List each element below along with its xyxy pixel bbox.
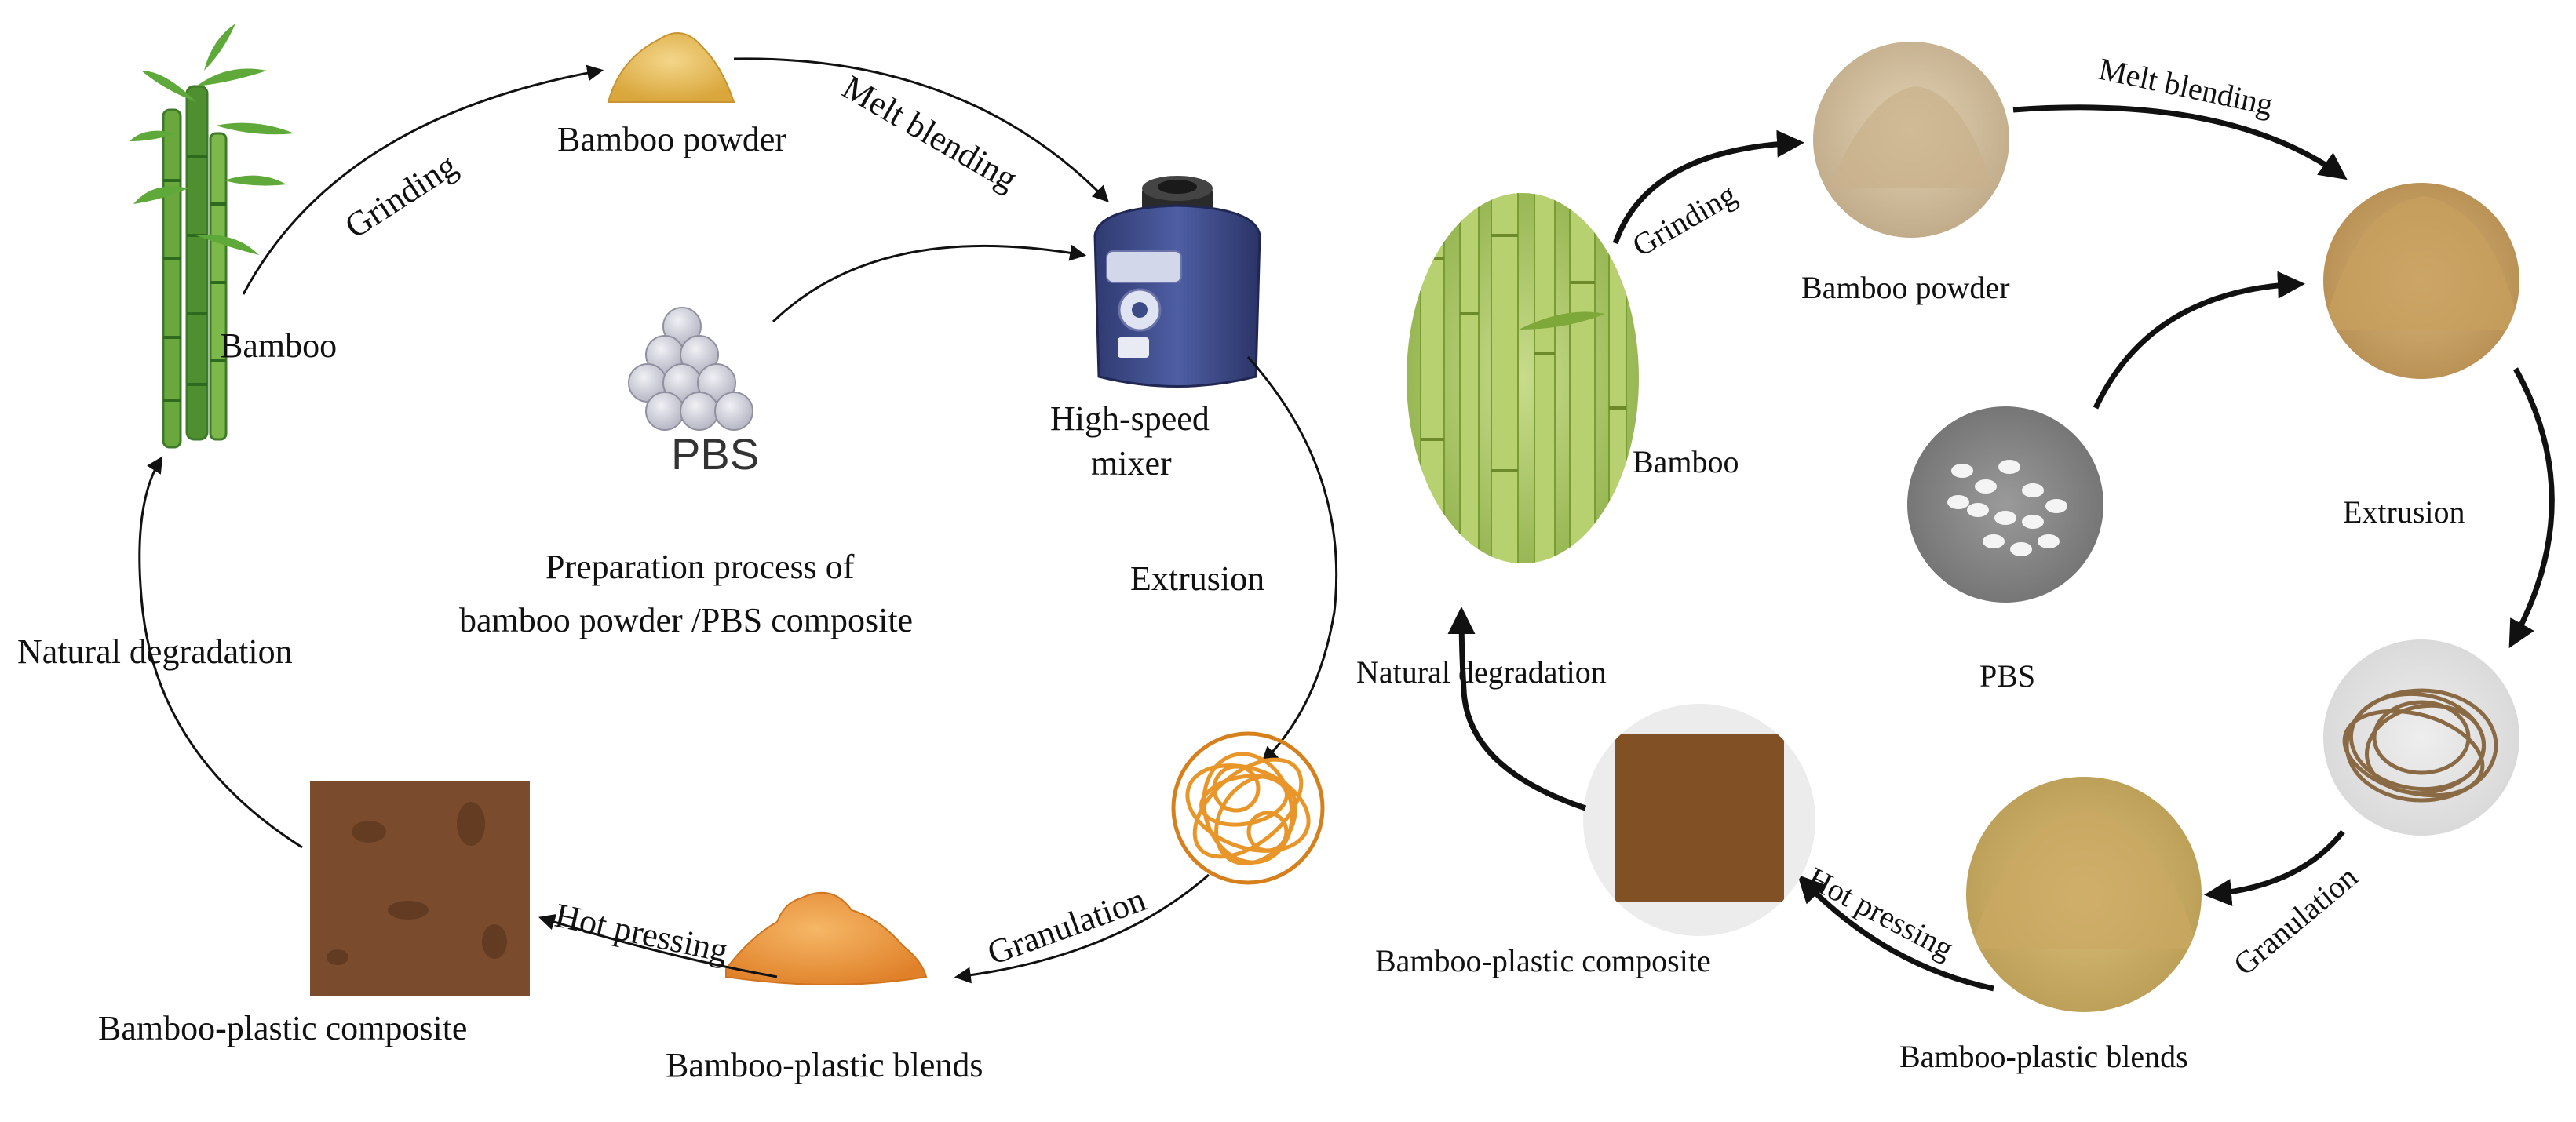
label-right-natural-degradation: Natural degradation [1356,654,1607,690]
left-panel: Bamboo Bamboo powder Grinding Melt blend… [17,24,1338,1084]
arrow-right-hot-pressing [1797,874,1994,992]
label-right-melt-blending: Melt blending [2096,51,2276,122]
label-bamboo-powder: Bamboo powder [557,120,786,158]
label-bamboo: Bamboo [220,326,337,365]
arrow-right-natural-degradation [1447,607,1587,811]
arrow-right-melt-blending [2012,104,2348,180]
extruded-strand-photo [2323,639,2519,836]
arrow-extrusion [1246,355,1338,763]
label-right-grinding: Grinding [1626,177,1742,264]
arrow-right-extrusion [2508,367,2555,649]
composite-photo [1583,704,1815,936]
label-mixer-line2: mixer [1091,444,1172,483]
extruded-strand-ball-icon [1171,731,1325,885]
label-bamboo-plastic-blends: Bamboo-plastic blends [666,1046,983,1084]
label-right-granulation: Granulation [2227,859,2364,982]
blends-pile-icon [725,891,928,985]
label-hot-pressing: Hot pressing [552,896,732,970]
label-mixer-line1: High-speed [1050,399,1210,438]
blends-photo [1966,777,2202,1012]
high-speed-mixer-icon [1093,176,1261,388]
label-extrusion: Extrusion [1130,559,1264,598]
arrow-natural-degradation [138,456,303,849]
label-right-extrusion: Extrusion [2343,494,2465,530]
arrow-hot-pressing [538,913,778,978]
label-bamboo-plastic-composite: Bamboo-plastic composite [98,1009,467,1047]
pbs-pellets-icon [628,307,753,431]
bamboo-powder-photo [1813,42,2009,238]
label-grinding: Grinding [338,146,464,246]
arrow-granulation [954,873,1210,984]
label-right-bamboo-plastic-blends: Bamboo-plastic blends [1899,1039,2188,1074]
arrow-grinding [242,64,604,295]
diagram-title-line2: bamboo powder /PBS composite [459,601,913,639]
label-natural-degradation: Natural degradation [17,632,293,671]
arrow-right-granulation [2204,829,2345,907]
right-panel: Bamboo Grinding Bamboo powder Melt blend… [1356,42,2555,1074]
label-right-bamboo-plastic-composite: Bamboo-plastic composite [1375,943,1711,978]
label-granulation: Granulation [983,880,1151,972]
arrow-pbs-to-mixer [772,244,1087,323]
melt-blend-photo [2323,183,2519,379]
label-right-hot-pressing: Hot pressing [1802,860,1960,966]
bamboo-photo [1407,193,1639,563]
label-pbs: PBS [671,429,759,479]
label-right-bamboo-powder: Bamboo powder [1801,270,2010,305]
arrow-melt-blending [733,57,1109,203]
pbs-pellets-photo [1907,406,2103,603]
bamboo-icon [130,24,294,449]
diagram-title-line1: Preparation process of [545,548,855,586]
arrow-right-grinding [1612,129,1804,245]
arrow-right-pbs-to-melt [2093,271,2305,410]
composite-board-icon [310,781,530,996]
label-right-pbs: PBS [1979,658,2035,694]
label-right-bamboo: Bamboo [1633,444,1739,479]
bamboo-powder-icon [607,32,735,103]
